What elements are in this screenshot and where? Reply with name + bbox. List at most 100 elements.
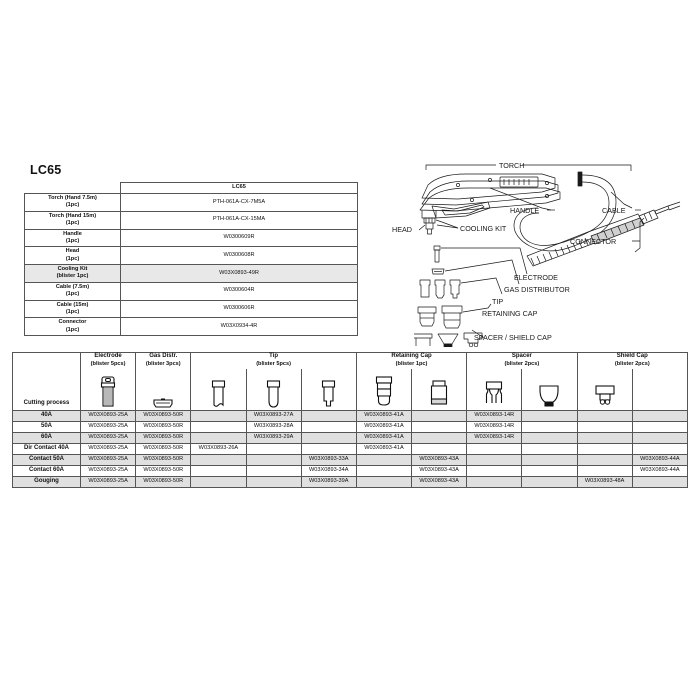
part-number-cell: W03X0893-50R	[135, 421, 192, 433]
part-number-cell	[631, 421, 689, 433]
group-packaging: (blister 2pcs)	[614, 361, 650, 368]
component-label-cell: Connector(1pc)	[24, 317, 121, 336]
part-number-cell	[300, 421, 357, 433]
part-number-cell: W03X0893-41A	[355, 443, 413, 455]
part-number-cell: W03X0893-14R	[466, 432, 523, 444]
electrode-icon-glyph	[81, 369, 135, 409]
group-header-electrode: Electrode(blister 5pcs)	[79, 352, 137, 369]
group-name: Spacer	[511, 353, 532, 360]
part-number-cell: W03X0893-26A	[190, 443, 247, 455]
part-number-cell: W0300604R	[120, 281, 358, 301]
part-number-cell: PTH-061A-CX-7M5A	[120, 193, 358, 212]
component-label-cell: Cable (15m)(1pc)	[24, 299, 121, 319]
table-row: Head(1pc)W0300608R	[24, 246, 358, 265]
torch-exploded-diagram: TORCH	[392, 152, 692, 347]
spacer-icon	[466, 368, 523, 411]
group-name: Retaining Cap	[391, 353, 432, 360]
component-name: Head	[65, 248, 80, 255]
group-packaging: (blister 5pcs)	[256, 361, 292, 368]
part-number-cell	[190, 432, 247, 444]
part-number-cell: W03X0893-43A	[411, 465, 468, 477]
part-number-cell	[631, 410, 689, 422]
shield-cap-plain-icon-glyph	[522, 369, 576, 409]
part-number-cell	[300, 432, 357, 444]
tip-plain-icon-glyph	[191, 369, 245, 409]
part-number-cell: W03X0893-14R	[466, 410, 523, 422]
part-number-cell: W03X0893-28A	[245, 421, 302, 433]
component-name: Connector	[58, 319, 87, 326]
part-number-cell	[466, 465, 523, 477]
component-qty: (1pc)	[65, 202, 80, 209]
tip-stepped-icon	[300, 368, 357, 411]
part-number-cell: W03X0893-33A	[300, 454, 357, 466]
part-number-cell	[300, 443, 357, 455]
part-number-cell	[521, 443, 578, 455]
electrode-icon	[79, 368, 137, 411]
component-name: Cable (7.5m)	[55, 283, 90, 290]
part-number-cell: W03X0893-27A	[245, 410, 302, 422]
part-number-cell: PTH-061A-CX-15MA	[120, 210, 358, 230]
part-number-cell	[466, 443, 523, 455]
part-number-cell	[411, 421, 468, 433]
component-label-cell: Torch (Hand 7.5m)(1pc)	[24, 193, 121, 212]
component-qty: (blister 1pc)	[56, 273, 89, 280]
cutting-process-cell: Contact 60A	[12, 465, 81, 477]
part-number-cell	[576, 454, 633, 466]
diagram-label-cable: CABLE	[602, 206, 626, 215]
part-number-cell: W03X0893-43A	[411, 476, 468, 488]
part-number-cell	[411, 432, 468, 444]
part-number-cell: W03X0893-41A	[355, 410, 413, 422]
part-number-cell: W03X0893-50R	[135, 476, 192, 488]
part-number-cell	[190, 465, 247, 477]
table-header-row: LC65	[24, 182, 358, 194]
part-number-cell	[631, 432, 689, 444]
component-label-cell: Handle(1pc)	[24, 228, 121, 248]
part-number-cell	[190, 476, 247, 488]
gas-distributor-icon	[135, 368, 192, 411]
retaining-cap-long-icon-glyph	[357, 369, 411, 409]
tip-stepped-icon-glyph	[302, 369, 356, 409]
group-header-shield-cap: Shield Cap(blister 2pcs)	[576, 352, 689, 369]
part-number-cell: W03X0934-4R	[120, 317, 358, 336]
part-number-cell	[576, 465, 633, 477]
part-number-cell: W03X0893-50R	[135, 432, 192, 444]
part-number-cell	[355, 454, 413, 466]
shield-cap-empty-icon-glyph	[633, 369, 687, 409]
cutting-process-cell: 50A	[12, 421, 81, 433]
part-number-cell	[411, 443, 468, 455]
table-row: Handle(1pc)W0300609R	[24, 228, 358, 248]
part-number-cell	[466, 476, 523, 488]
part-number-cell: W0300608R	[120, 246, 358, 265]
part-number-cell: W03X0893-41A	[355, 421, 413, 433]
group-packaging: (blister 2pcs)	[504, 361, 540, 368]
diagram-label-connector: CONNECTOR	[570, 237, 616, 246]
part-number-cell: W03X0893-29A	[245, 432, 302, 444]
part-number-cell	[576, 432, 633, 444]
cutting-process-cell: Gouging	[12, 476, 81, 488]
part-number-cell	[576, 443, 633, 455]
part-number-cell: W03X0893-43A	[411, 454, 468, 466]
part-number-cell	[190, 421, 247, 433]
shield-cap-empty-icon	[631, 368, 689, 411]
group-header-gas-distr: Gas Distr.(blister 3pcs)	[135, 352, 192, 369]
component-name: Cable (15m)	[56, 301, 89, 308]
part-number-cell: W03X0893-44A	[631, 465, 689, 477]
part-number-cell: W0300609R	[120, 228, 358, 248]
cutting-process-cell: Dir Contact 40A	[12, 443, 81, 455]
diagram-label-head: HEAD	[392, 225, 412, 234]
part-number-cell: W03X0893-25A	[79, 454, 137, 466]
part-number-cell	[521, 432, 578, 444]
component-qty: (1pc)	[65, 308, 80, 315]
component-name: Torch (Hand 15m)	[48, 212, 97, 219]
group-name: Shield Cap	[616, 353, 648, 360]
part-number-cell	[355, 465, 413, 477]
part-number-cell	[245, 443, 302, 455]
group-name: Tip	[269, 353, 279, 360]
part-number-cell: W03X0893-49R	[120, 264, 358, 283]
